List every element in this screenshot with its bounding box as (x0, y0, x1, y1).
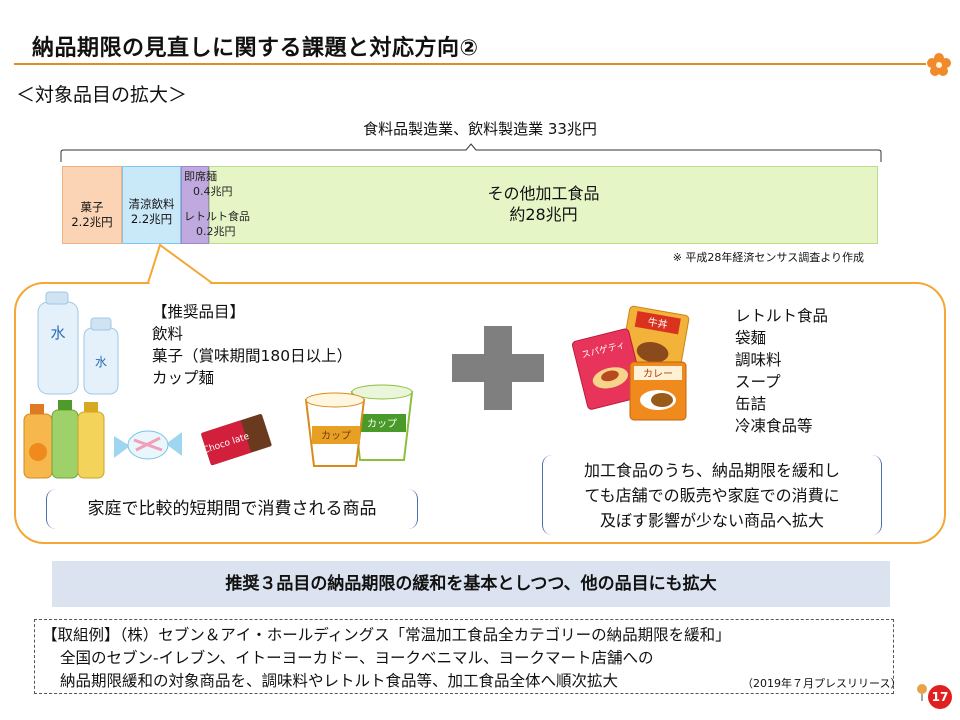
segment-other: その他加工食品 約28兆円 (209, 166, 878, 244)
right-note-line: 加工食品のうち、納品期限を緩和し (583, 461, 840, 480)
cup-label: カップ (321, 430, 351, 442)
expanded-item: レトルト食品 (735, 307, 829, 325)
gyudon-label: 牛丼 (647, 315, 669, 331)
title-divider (14, 63, 926, 65)
segment-ramen-retort (181, 166, 209, 244)
segment-drink: 清涼飲料 2.2兆円 (122, 166, 181, 244)
expanded-items: レトルト食品 袋麺 調味料 スープ 缶詰 冷凍食品等 (735, 305, 828, 437)
plum-blossom-icon (927, 53, 951, 76)
curry-label: カレー (643, 368, 673, 380)
cup-label-2: カップ (367, 418, 397, 430)
recommended-item: カップ麺 (152, 369, 215, 387)
source-note: ※ 平成28年経済センサス調査より作成 (672, 251, 864, 264)
page-title: 納品期限の見直しに関する課題と対応方向② (32, 36, 479, 61)
example-line-2: 全国のセブン-イレブン、イトーヨーカドー、ヨークベニマル、ヨークマート店舗への (60, 649, 654, 667)
segment-drink-value: 2.2兆円 (130, 212, 173, 226)
total-market-label: 食料品製造業、飲料製造業 33兆円 (363, 120, 597, 138)
segment-retort-value: 0.2兆円 (196, 225, 236, 238)
expanded-item: 冷凍食品等 (735, 417, 813, 435)
expanded-item: 缶詰 (735, 395, 767, 413)
example-line-3: 納品期限緩和の対象商品を、調味料やレトルト食品等、加工食品全体へ順次拡大 (60, 672, 619, 690)
expanded-item: 袋麺 (735, 329, 767, 347)
segment-other-name: その他加工食品 (487, 184, 600, 203)
retort-pouches-image: 牛丼 スパゲティ カレー (572, 305, 690, 421)
left-note: 家庭で比較的短期間で消費される商品 (46, 489, 418, 529)
right-note: 加工食品のうち、納品期限を緩和し ても店舗での販売や家庭での消費に 及ぼす影響が… (542, 455, 882, 535)
page-number: 17 (928, 685, 952, 709)
right-note-line: 及ぼす影響が少ない商品へ拡大 (599, 511, 824, 530)
segment-drink-name: 清涼飲料 (128, 197, 175, 211)
water-label-2: 水 (95, 355, 107, 369)
juice-bottles-image (23, 400, 105, 479)
recommended-heading: 【推奨品目】 (152, 303, 246, 321)
right-note-line: ても店舗での販売や家庭での消費に (584, 486, 840, 505)
recommended-item: 飲料 (152, 325, 184, 343)
segment-ramen-name: 即席麺 (184, 170, 217, 183)
candy-image (114, 430, 182, 460)
segment-ramen-value: 0.4兆円 (193, 185, 233, 198)
section-subtitle: ＜対象品目の拡大＞ (16, 84, 188, 106)
segment-kashi-name: 菓子 (80, 200, 104, 214)
water-label: 水 (50, 324, 65, 342)
expanded-item: スープ (735, 373, 781, 391)
cup-noodles-image: カップ カップ (304, 384, 414, 467)
press-release-note: （2019年７月プレスリリース） (742, 677, 902, 690)
callout-box (14, 282, 946, 544)
segment-kashi: 菓子 2.2兆円 (62, 166, 122, 244)
water-bottles-image: 水 水 (37, 291, 119, 395)
conclusion-banner: 推奨３品目の納品期限の緩和を基本としつつ、他の品目にも拡大 (52, 561, 890, 607)
recommended-items: 【推奨品目】 飲料 菓子（賞味期間180日以上） カップ麺 (152, 301, 352, 389)
pin-icon (917, 684, 927, 701)
segment-other-value: 約28兆円 (509, 205, 578, 224)
example-box (34, 619, 894, 694)
segment-kashi-value: 2.2兆円 (71, 215, 113, 229)
example-line-1: 【取組例】（株）セブン＆アイ・ホールディングス「常温加工食品全カテゴリーの納品期… (42, 626, 731, 644)
expanded-item: 調味料 (735, 351, 782, 369)
plus-icon (452, 326, 544, 410)
segment-retort-name: レトルト食品 (184, 210, 250, 223)
recommended-item: 菓子（賞味期間180日以上） (152, 347, 353, 365)
chocolate-image: Choco late (201, 414, 272, 466)
callout-tip (147, 243, 213, 284)
total-brace (60, 143, 882, 162)
